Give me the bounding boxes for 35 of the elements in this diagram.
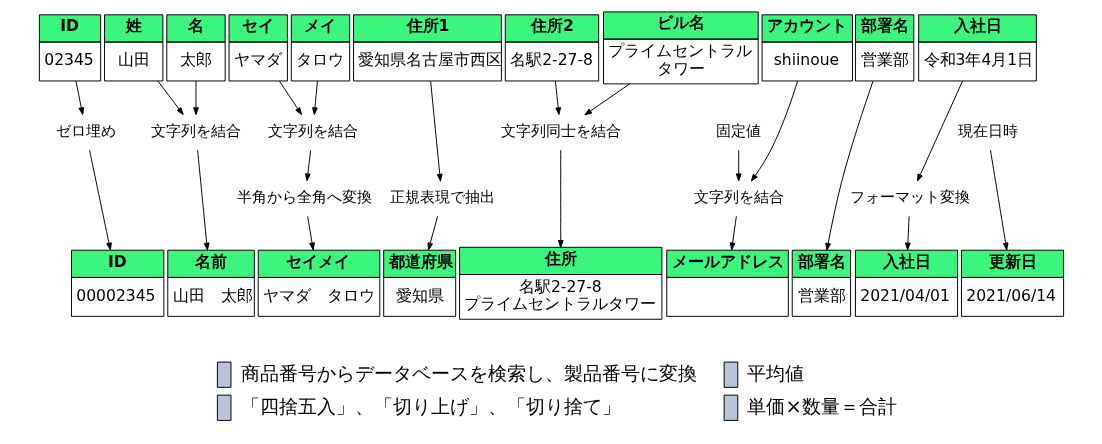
node-text: 文字列を結合 (150, 121, 241, 139)
arrow (307, 215, 315, 251)
legend-label: 単価×数量＝合計 (747, 394, 897, 418)
arrow (197, 149, 210, 251)
node-text: フォーマット変換 (849, 188, 970, 206)
arrow (427, 215, 439, 251)
arrow (278, 80, 302, 116)
node-text: 文字列を結合 (267, 121, 358, 139)
node-text: ゼロ埋め (56, 121, 117, 139)
arrow (554, 80, 562, 116)
node-text: 正規表現で抽出 (389, 188, 495, 206)
arrow (193, 80, 199, 116)
arrow (157, 80, 184, 116)
arrow (729, 215, 737, 251)
node-text: 文字列を結合 (693, 188, 784, 206)
node-text: 文字列同士を結合 (500, 121, 621, 139)
arrow (584, 83, 631, 116)
arrow (557, 149, 564, 248)
arrow (750, 80, 799, 182)
node-text: 固定値 (716, 121, 762, 139)
arrow (905, 215, 911, 251)
arrow (990, 149, 1009, 251)
node-text: 半角から全角へ変換 (237, 188, 373, 206)
arrow (75, 80, 85, 116)
arrow (304, 149, 312, 182)
arrow (735, 149, 742, 182)
arrow (430, 80, 443, 182)
arrow (916, 80, 963, 182)
arrow (312, 80, 318, 116)
legend-label: 「四捨五入」、「切り上げ」、「切り捨て」 (240, 394, 621, 418)
legend-label: 商品番号からデータベースを検索し、製品番号に変換 (240, 361, 697, 385)
node-text: 現在日時 (957, 121, 1018, 139)
arrow (89, 149, 112, 251)
arrow (825, 80, 874, 251)
legend-label: 平均値 (747, 361, 805, 385)
